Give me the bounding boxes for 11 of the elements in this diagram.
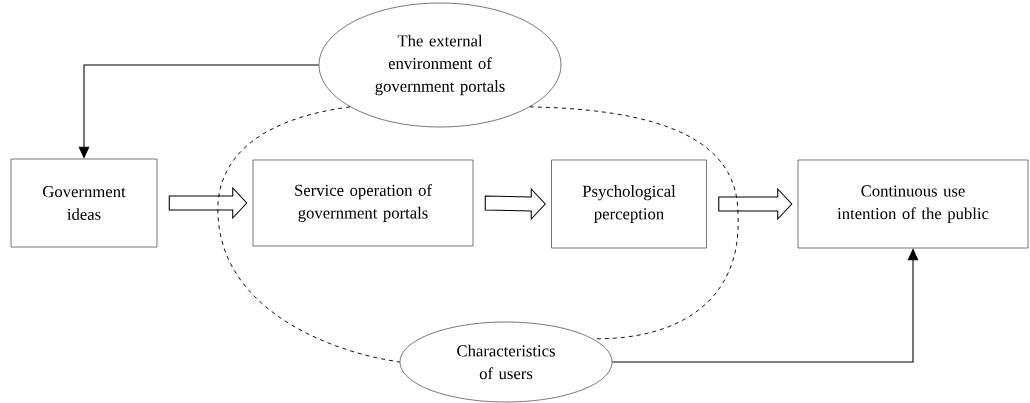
process-box: Service operation of government portals — [252, 159, 474, 247]
block-arrow — [168, 186, 248, 220]
dashed-curve — [217, 106, 401, 363]
block-arrow — [484, 187, 546, 221]
process-box: Government ideas — [10, 158, 158, 248]
block-arrow — [718, 187, 793, 221]
ellipse-node: The external environment of government portals — [318, 2, 562, 128]
ellipse-node: Characteristics of users — [399, 321, 613, 403]
dashed-curve — [529, 106, 739, 340]
process-box: Psychological perception — [551, 159, 707, 249]
process-box: Continuous use intention of the public — [797, 159, 1029, 249]
